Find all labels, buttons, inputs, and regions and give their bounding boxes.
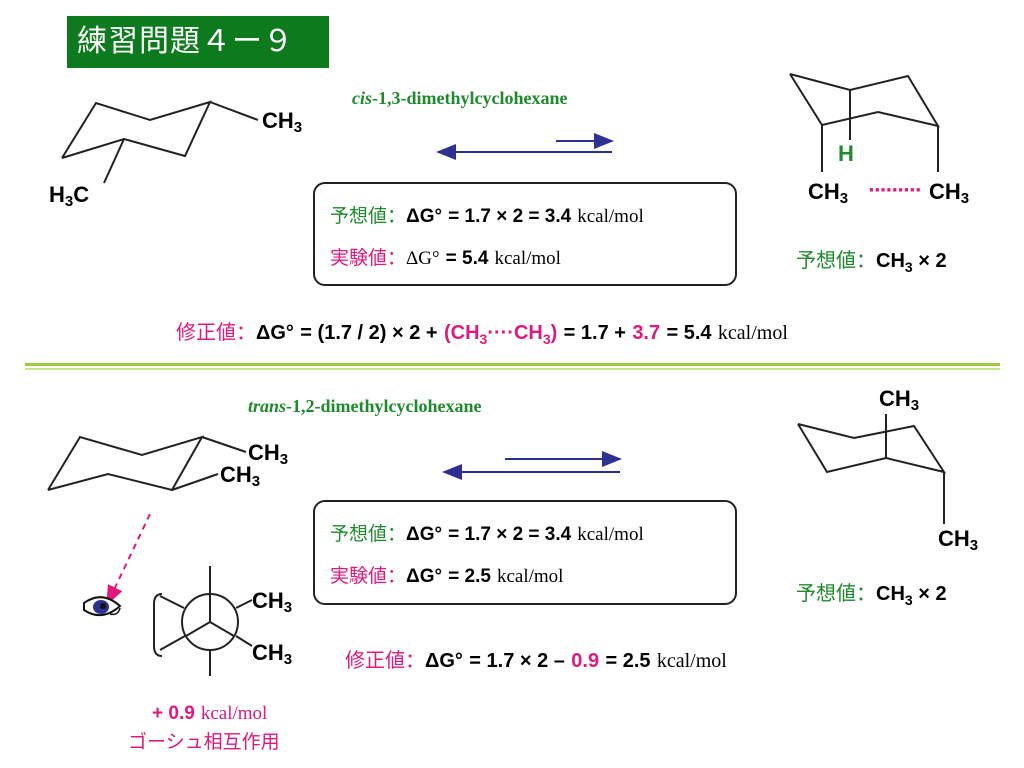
page-title: 練習問題４ー９: [67, 16, 329, 68]
cis-predicted-label: 予想値: [330, 205, 388, 227]
cis-right-predicted-label: 予想値: [796, 248, 856, 272]
cis-experimental-colon: ：: [387, 247, 407, 269]
cis-predicted-line: 予想値：ΔG° = 1.7 × 2 = 3.4 kcal/mol: [330, 202, 644, 231]
trans-name-italic: trans: [248, 396, 287, 416]
cis-corrected-expr-1: = (1.7 / 2) × 2 +: [300, 322, 438, 344]
cis-predicted-expr: = 1.7 × 2 = 3.4: [448, 206, 572, 227]
cis-experimental-line: 実験値：ΔG° = 5.4 kcal/mol: [330, 244, 561, 273]
trans-compound-name: trans-1,2-dimethylcyclohexane: [248, 396, 482, 417]
trans-predicted-line: 予想値：ΔG° = 1.7 × 2 = 3.4 kcal/mol: [330, 520, 644, 549]
cis-experimental-unit: kcal/mol: [494, 248, 561, 269]
trans-right-predicted-expr: CH3 × 2: [876, 583, 947, 608]
cis-right-predicted-colon: ：: [856, 248, 876, 272]
cis-corrected-unit: kcal/mol: [717, 322, 788, 344]
cis-corrected-interaction: (CH3····CH3): [443, 322, 558, 347]
cis-value-box: 予想値：ΔG° = 1.7 × 2 = 3.4 kcal/mol 実験値：ΔG°…: [313, 182, 737, 286]
trans-corrected-colon: ：: [405, 648, 425, 672]
cis-corrected-dg: ΔG°: [256, 322, 294, 344]
trans-predicted-dg: ΔG°: [406, 524, 443, 545]
trans-left-chair: [47, 435, 247, 492]
cis-left-chair: [61, 100, 259, 184]
cis-predicted-colon: ：: [387, 205, 407, 227]
trans-left-ch3-a-label: CH3: [248, 440, 289, 468]
cis-predicted-unit: kcal/mol: [577, 206, 644, 227]
cis-name-italic: cis: [352, 88, 372, 108]
cis-right-ch3-left-label: CH3: [808, 179, 849, 207]
trans-predicted-colon: ：: [387, 523, 407, 545]
trans-experimental-expr: = 2.5: [448, 566, 491, 587]
trans-experimental-colon: ：: [387, 565, 407, 587]
cis-right-chair: [789, 73, 941, 172]
trans-experimental-label: 実験値: [330, 565, 388, 587]
cis-compound-name: cis-1,3-dimethylcyclohexane: [352, 88, 567, 109]
cis-left-h3c-label: H3C: [49, 182, 90, 210]
trans-corrected-expr-2: = 2.5: [605, 650, 651, 672]
cis-corrected-label: 修正値: [176, 320, 236, 344]
trans-predicted-label: 予想値: [330, 523, 388, 545]
section-divider-light: [25, 368, 1000, 370]
gauche-value: + 0.9 kcal/mol: [152, 702, 267, 725]
trans-corrected-expr-1: = 1.7 × 2 –: [469, 650, 565, 672]
cis-right-predicted: 予想値：CH3 × 2: [796, 244, 947, 275]
trans-experimental-line: 実験値：ΔG° = 2.5 kcal/mol: [330, 562, 563, 591]
trans-corrected-unit: kcal/mol: [656, 650, 727, 672]
trans-corrected-value: 0.9: [571, 650, 600, 672]
cis-dotted-interaction: ·········: [868, 180, 922, 201]
trans-corrected-dg: ΔG°: [425, 650, 463, 672]
cis-corrected-value: 3.7: [632, 322, 661, 344]
cis-left-ch3-label: CH3: [262, 108, 303, 136]
trans-predicted-expr: = 1.7 × 2 = 3.4: [448, 524, 572, 545]
section-divider: [25, 363, 1000, 366]
trans-name-rest: -1,2-dimethylcyclohexane: [286, 396, 482, 416]
trans-right-ch3-bottom-label: CH3: [938, 526, 979, 554]
cis-corrected-line: 修正値：ΔG° = (1.7 / 2) × 2 + (CH3····CH3) =…: [176, 316, 788, 347]
trans-experimental-unit: kcal/mol: [496, 566, 564, 587]
cis-experimental-label: 実験値: [330, 247, 388, 269]
eye-icon: [83, 596, 122, 617]
cis-axial-h-label: H: [838, 141, 854, 166]
view-direction-dashed: [111, 513, 151, 595]
trans-corrected-line: 修正値：ΔG° = 1.7 × 2 – 0.9 = 2.5 kcal/mol: [345, 644, 727, 673]
trans-left-ch3-b-label: CH3: [220, 462, 261, 490]
trans-value-box: 予想値：ΔG° = 1.7 × 2 = 3.4 kcal/mol 実験値：ΔG°…: [313, 500, 737, 605]
newman-ch3-a-label: CH3: [252, 588, 293, 616]
trans-right-chair: [797, 414, 947, 524]
gauche-value-unit: kcal/mol: [200, 703, 268, 724]
trans-corrected-label: 修正値: [345, 648, 405, 672]
newman-ch3-b-label: CH3: [252, 640, 293, 668]
cis-experimental-dg: ΔG°: [406, 248, 440, 269]
cis-right-ch3-right-label: CH3: [929, 179, 970, 207]
cis-corrected-colon: ：: [236, 320, 256, 344]
cis-name-rest: -1,3-dimethylcyclohexane: [372, 88, 568, 108]
gauche-value-number: + 0.9: [152, 703, 195, 724]
cis-right-predicted-expr: CH3 × 2: [876, 250, 947, 275]
trans-experimental-dg: ΔG°: [406, 566, 443, 587]
trans-right-predicted: 予想値：CH3 × 2: [796, 577, 947, 608]
cis-corrected-expr-2: = 1.7 +: [563, 322, 626, 344]
cis-predicted-dg: ΔG°: [406, 206, 443, 227]
newman-projection: [153, 566, 253, 676]
trans-right-ch3-top-label: CH3: [879, 386, 920, 414]
cis-corrected-expr-3: = 5.4: [666, 322, 712, 344]
gauche-interaction-label: ゴーシュ相互作用: [128, 731, 280, 753]
trans-right-predicted-colon: ：: [856, 581, 876, 605]
trans-predicted-unit: kcal/mol: [577, 524, 644, 545]
cis-experimental-expr: = 5.4: [445, 248, 489, 269]
trans-right-predicted-label: 予想値: [796, 581, 856, 605]
